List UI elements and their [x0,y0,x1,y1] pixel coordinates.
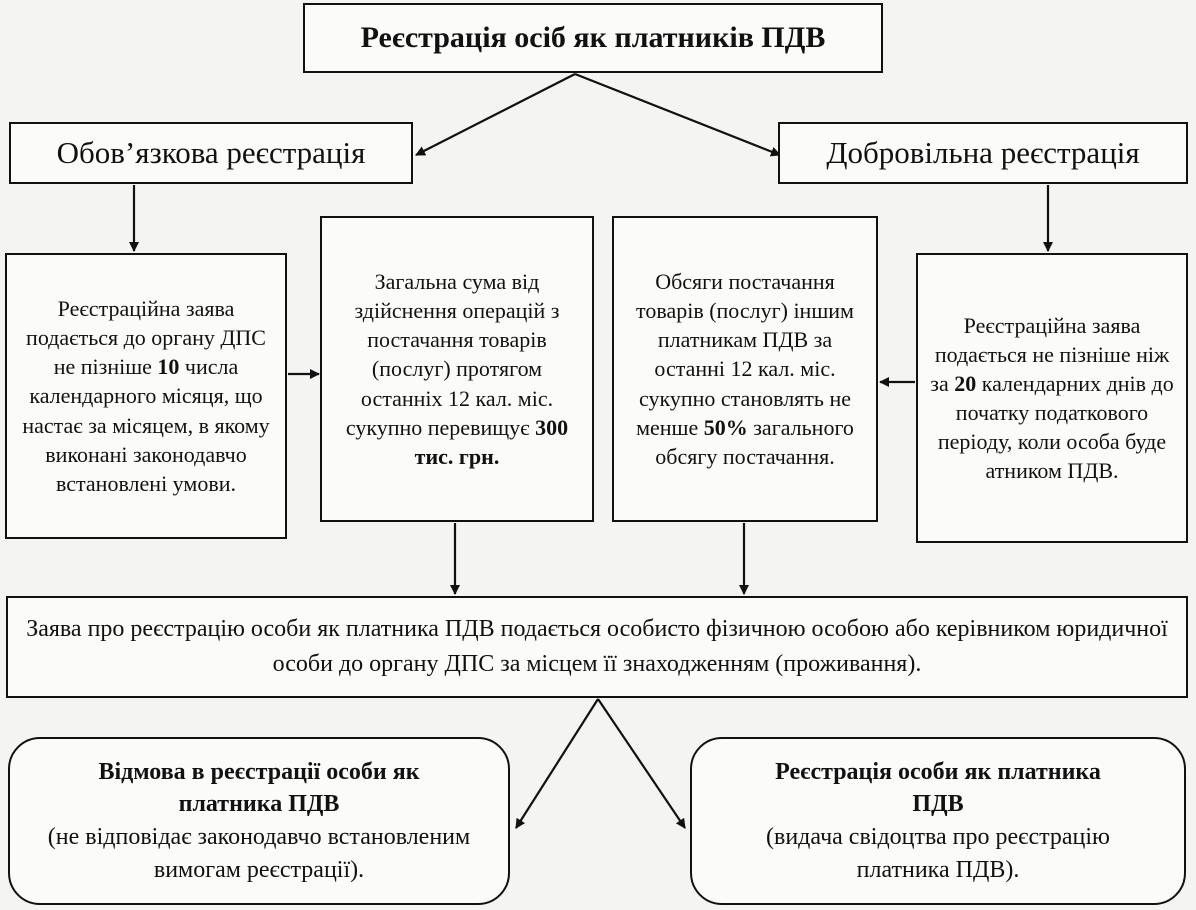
mandatory-registration-label: Обов’язкова реєстрація [56,135,366,170]
application-text: Заява про реєстрацію особи як платника П… [26,616,1168,677]
application-box: Заява про реєстрацію особи як платника П… [6,596,1188,698]
supply-share-condition-box: Обсяги постачання товарів (послуг) іншим… [612,216,878,522]
refusal-title: Відмова в реєстрації особи як платника П… [98,758,420,818]
cond2-text-a: Загальна сума від здійснення операцій з … [345,269,560,440]
cond1-day: 10 [157,354,180,380]
cond3-percent: 50% [703,414,748,440]
cond4-days: 20 [954,370,977,396]
diagram-title-text: Реєстрація осіб як платників ПДВ [360,21,826,54]
arrow-title-to-mandatory [415,73,576,156]
diagram-title: Реєстрація осіб як платників ПДВ [303,3,883,73]
cond3-text-a: Обсяги постачання товарів (послуг) іншим… [636,269,854,440]
arrow-app-to-refusal [515,698,599,829]
cond1-text-c: числа календарного місяця, що настає за … [22,354,270,496]
registration-box: Реєстрація особи як платника ПДВ (видача… [690,737,1186,905]
turnover-condition-box: Загальна сума від здійснення операцій з … [320,216,594,522]
arrow-app-to-registration [597,698,686,829]
cond4-text-c: календарних днів до початку податкового … [937,370,1174,484]
voluntary-registration-label: Добровільна реєстрація [826,135,1140,170]
mandatory-registration-box: Обов’язкова реєстрація [9,122,413,184]
voluntary-deadline-box: Реєстраційна заява подається не пізніше … [916,253,1188,543]
mandatory-deadline-box: Реєстраційна заява подається до органу Д… [5,253,287,539]
registration-title: Реєстрація особи як платника ПДВ [775,758,1101,818]
cond4-text-a: Реєстраційна заява подається не пізніше … [930,312,1170,396]
arrow-title-to-voluntary [574,72,781,157]
cond3-text-c: загального обсягу постачання. [655,414,854,469]
registration-note: (видача свідоцтва про реєстрацію платник… [766,824,1110,883]
cond2-threshold: 300 тис. грн. [414,414,569,469]
voluntary-registration-box: Добровільна реєстрація [778,122,1188,184]
cond1-text-a: Реєстраційна заява подається до органу Д… [26,296,266,380]
refusal-box: Відмова в реєстрації особи як платника П… [8,737,510,905]
refusal-note: (не відповідає законодавчо встановленим … [47,824,471,883]
